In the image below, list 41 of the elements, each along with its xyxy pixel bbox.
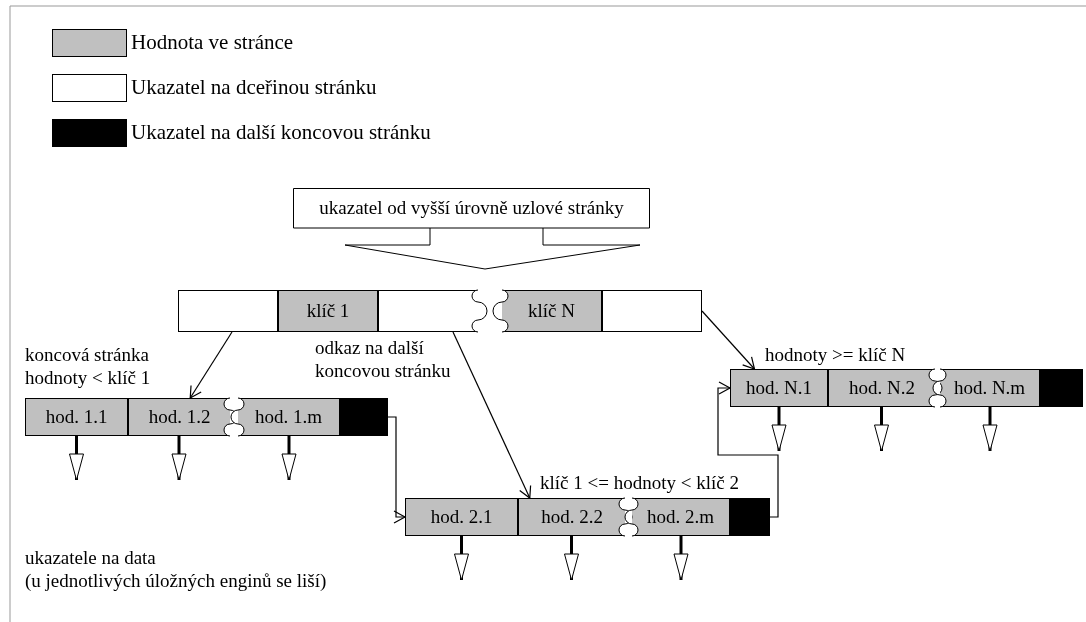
value-cell: klíč N [502, 290, 602, 332]
annotation-text: (u jednotlivých úložných enginů se liší) [25, 569, 327, 592]
data-pointer-arrow [281, 436, 297, 481]
value-cell: klíč 1 [278, 290, 378, 332]
arrow [452, 331, 532, 499]
annotation-text: koncová stránka hodnoty < klíč 1 [25, 343, 152, 389]
data-pointer-arrow [874, 407, 889, 452]
arrow [701, 310, 756, 370]
value-cell: hod. N.2 [828, 369, 935, 407]
data-pointer-arrow [69, 436, 84, 481]
value-cell: hod. N.1 [730, 369, 828, 407]
value-cell: hod. 1.1 [25, 398, 128, 436]
callout-text: ukazatel od vyšší úrovně uzlové stránky [318, 196, 625, 220]
data-pointer-arrow [673, 536, 689, 581]
next-page-cell [1040, 369, 1083, 407]
value-cell: hod. 1.m [238, 398, 340, 436]
data-pointer-arrow [454, 536, 469, 581]
value-cell: hod. 2.2 [518, 498, 625, 536]
value-cell: hod. 2.m [632, 498, 730, 536]
value-cell: hod. N.m [940, 369, 1040, 407]
legend-text: Hodnota ve stránce [131, 30, 294, 55]
data-pointer-arrow [564, 536, 579, 581]
annotation-text: hodnoty >= klíč N [765, 343, 906, 366]
next-page-cell [340, 398, 388, 436]
value-cell: hod. 2.1 [405, 498, 518, 536]
value-cell: hod. 1.2 [128, 398, 230, 436]
data-pointer-arrow [982, 407, 998, 452]
annotation-text: ukazatele na data [25, 546, 156, 569]
pointer-cell [178, 290, 278, 332]
data-pointer-arrow [771, 407, 787, 452]
arrow [387, 416, 406, 524]
annotation-text: klíč 1 <= hodnoty < klíč 2 [540, 471, 739, 494]
legend-text: Ukazatel na dceřinou stránku [131, 75, 377, 100]
annotation-text: odkaz na další koncovou stránku [315, 336, 452, 382]
arrow [189, 331, 233, 399]
pointer-cell [602, 290, 702, 332]
callout-box [293, 188, 650, 270]
legend-text: Ukazatel na další koncovou stránku [131, 120, 431, 145]
next-page-cell [730, 498, 770, 536]
data-pointer-arrow [171, 436, 187, 481]
arrow [717, 381, 779, 518]
